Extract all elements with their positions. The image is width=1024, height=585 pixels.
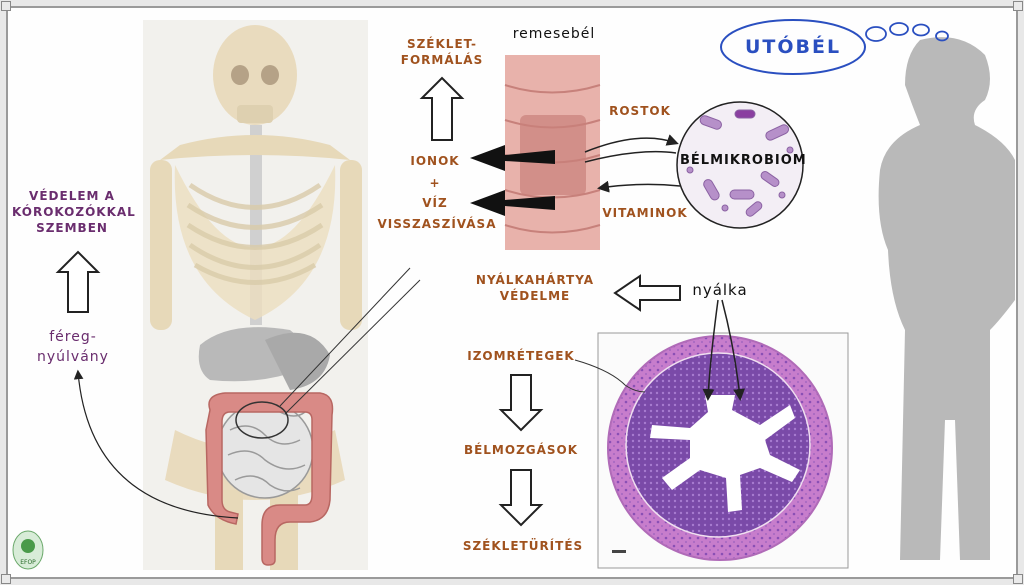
- fibers-label: ROSTOK: [609, 104, 671, 118]
- zoom-circle: [235, 401, 289, 439]
- frame-corner: [1013, 1, 1023, 11]
- mucus-arrow-1: [702, 299, 719, 401]
- vitamin-arrow: [597, 180, 681, 193]
- bacteria-icon: [686, 109, 794, 217]
- fiber-arrow-2: [584, 150, 677, 163]
- ions-label: IONOK: [410, 154, 460, 168]
- colon: [205, 392, 334, 566]
- lumen: [650, 395, 800, 512]
- colon-segment: [504, 55, 601, 250]
- bowel-movements-label: BÉLMOZGÁSOK: [463, 443, 579, 457]
- frame-corner: [1, 574, 11, 584]
- frame-corner: [1013, 574, 1023, 584]
- microbiome-label: BÉLMIKROBIOM: [680, 153, 807, 168]
- muscle-layers-label: IZOMRÉTEGEK: [467, 349, 575, 363]
- feces-forming-label: SZÉKLET- FORMÁLÁS: [400, 37, 484, 67]
- small-intestine: [216, 401, 314, 499]
- logo-icon: EFOP: [12, 530, 44, 570]
- appendix-arrow: [73, 369, 239, 519]
- vitamins-label: VITAMINOK: [602, 206, 688, 220]
- mucus-arrow-2: [721, 299, 746, 401]
- silhouette-figure: [878, 37, 1015, 560]
- colon-segment-label: remesebél: [512, 26, 596, 42]
- thought-bubble-icon: [865, 22, 949, 42]
- plus-label: +: [429, 176, 441, 190]
- logo-label: EFOP: [20, 559, 36, 566]
- defecation-label: SZÉKLETÜRÍTÉS: [462, 539, 584, 553]
- microbiome-circle: [676, 101, 804, 229]
- appendix-label: féreg- nyúlvány: [37, 329, 109, 365]
- hollow-arrows: [55, 76, 681, 527]
- water-label: VÍZ: [422, 196, 448, 210]
- frame-corner: [1, 1, 11, 11]
- absorption-arrows: [470, 145, 555, 216]
- page-title: UTÓBÉL: [744, 36, 842, 58]
- mucosa-protection-label: NYÁLKAHÁRTYA VÉDELME: [475, 273, 595, 303]
- mucus-label: nyálka: [692, 281, 748, 299]
- fiber-arrow: [584, 134, 679, 153]
- histology-section: [597, 332, 849, 569]
- muscle-pointer: [574, 359, 646, 393]
- defense-label: VÉDELEM A KÓROKOZÓKKAL SZEMBEN: [12, 189, 136, 235]
- stomach: [265, 332, 330, 390]
- title-oval: [720, 19, 866, 75]
- reabsorption-label: VISSZASZÍVÁSA: [377, 217, 497, 231]
